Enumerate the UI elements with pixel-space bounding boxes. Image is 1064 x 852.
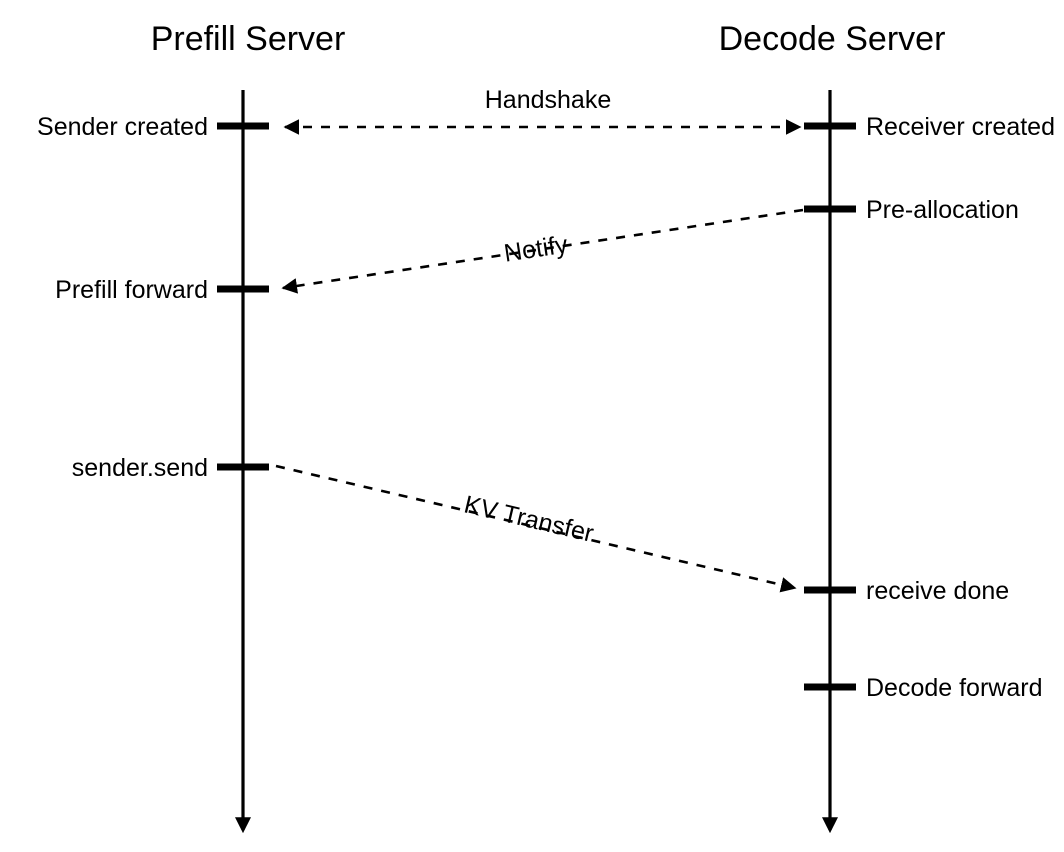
lifeline-stems [235,90,838,834]
event-label-receiver-created: Receiver created [866,113,1055,141]
event-labels: Sender created Receiver createdPre-alloca… [37,113,1055,702]
message-line-notify [281,208,804,294]
event-label-receive-done: receive done [866,577,1009,605]
event-label-pre-allocation: Pre-allocation [866,196,1019,224]
event-label-sender-created: Sender created [37,113,208,141]
message-label-handshake: Handshake [485,86,611,114]
message-label-notify: Notify [502,230,570,267]
lifeline-title-decode: Decode Server [719,20,946,58]
message-label-kv-transfer: KV Transfer [461,491,596,548]
message-lines [275,119,804,593]
event-label-prefill-forward: Prefill forward [55,276,208,304]
lifeline-titles: Prefill Server Decode Server [151,20,946,58]
lifeline-title-prefill: Prefill Server [151,20,346,58]
event-label-decode-forward: Decode forward [866,674,1042,702]
activation-ticks [217,122,856,691]
event-label-sender-send: sender.send [72,454,208,482]
